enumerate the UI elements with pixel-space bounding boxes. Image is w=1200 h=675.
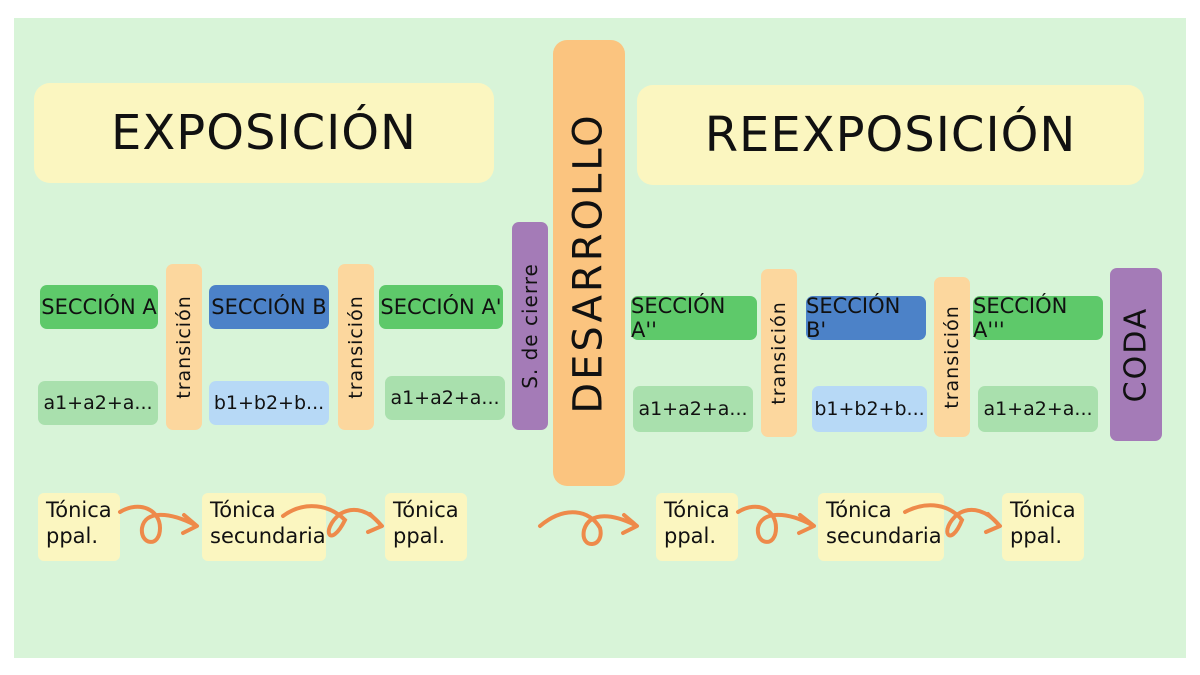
motif-b-re: b1+b2+b...: [812, 386, 927, 432]
arrowhead-icon: [984, 512, 1002, 534]
arrowhead-icon: [366, 512, 384, 534]
curly-arrow-icon: [538, 510, 637, 546]
arrowhead-icon: [621, 513, 639, 535]
arrowhead-icon: [797, 513, 816, 535]
section-b: SECCIÓN B: [209, 285, 329, 329]
section-a-prime: SECCIÓN A': [379, 285, 503, 329]
curly-arrow-icon: [736, 504, 814, 544]
key-secondary-1: Tónica secundaria: [202, 493, 326, 561]
transition-3: transición: [761, 269, 797, 437]
key-tonic-3: Tónica ppal.: [656, 493, 738, 561]
curly-arrow-icon: [118, 504, 197, 544]
section-b-prime: SECCIÓN B': [806, 294, 926, 342]
exposicion-title: EXPOSICIÓN: [34, 83, 494, 183]
motif-a-re: a1+a2+a...: [633, 386, 753, 432]
coda-block: CODA: [1110, 268, 1162, 441]
desarrollo-block: DESARROLLO: [553, 40, 625, 486]
section-a-triple-prime: SECCIÓN A''': [973, 294, 1103, 342]
closing-section: S. de cierre: [512, 222, 548, 430]
reexposicion-title: REEXPOSICIÓN: [637, 85, 1144, 185]
curly-arrow-icon: [281, 504, 382, 538]
key-tonic-2: Tónica ppal.: [385, 493, 467, 561]
motif-a-prime: a1+a2+a...: [385, 376, 505, 420]
key-tonic-4: Tónica ppal.: [1002, 493, 1084, 561]
curly-arrow-icon: [903, 503, 1000, 538]
transition-1: transición: [166, 264, 202, 430]
motif-a: a1+a2+a...: [38, 381, 158, 425]
motif-a-re-2: a1+a2+a...: [978, 386, 1098, 432]
arrowhead-icon: [181, 513, 199, 535]
section-a-double-prime: SECCIÓN A'': [631, 294, 757, 342]
section-a: SECCIÓN A: [40, 285, 158, 329]
motif-b: b1+b2+b...: [209, 381, 329, 425]
transition-2: transición: [338, 264, 374, 430]
transition-4: transición: [934, 277, 970, 437]
key-tonic-1: Tónica ppal.: [38, 493, 120, 561]
